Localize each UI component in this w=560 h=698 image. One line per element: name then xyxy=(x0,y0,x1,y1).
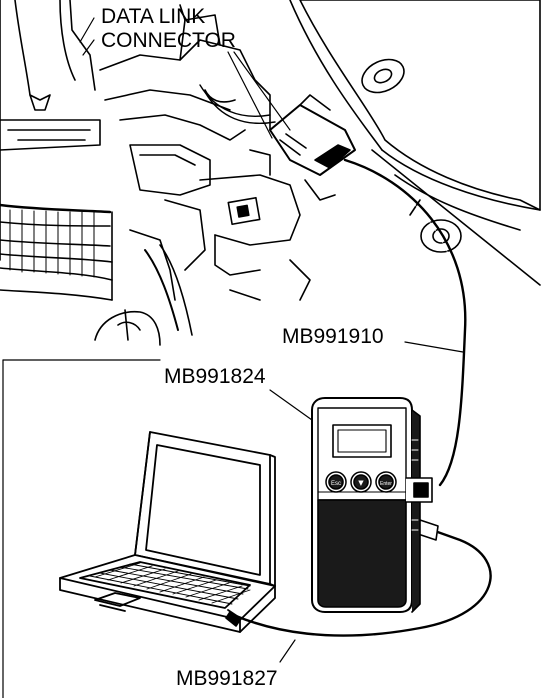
down-button-label: ▼ xyxy=(358,479,364,487)
esc-button-label: Esc xyxy=(331,481,341,487)
data-link-label-line1: DATA LINK xyxy=(101,5,206,28)
mb991910-label: MB991910 xyxy=(282,325,384,348)
enter-button-label: Enter xyxy=(380,481,392,487)
data-link-label-line2: CONNECTOR xyxy=(101,29,236,52)
engine-bay-illustration xyxy=(0,0,540,345)
enter-button-inner xyxy=(379,475,393,489)
mb991824-leader xyxy=(270,390,312,420)
esc-button-inner xyxy=(329,475,343,489)
mb991824-label: MB991824 xyxy=(164,365,266,388)
data-link-connector xyxy=(270,95,355,175)
laptop-illustration xyxy=(60,432,275,632)
down-button-inner xyxy=(354,475,368,489)
scan-tool-mb991824 xyxy=(312,398,432,612)
cable-mb991827 xyxy=(226,520,491,662)
mb991827-label: MB991827 xyxy=(176,667,278,690)
data-link-leader-lines xyxy=(80,18,290,138)
